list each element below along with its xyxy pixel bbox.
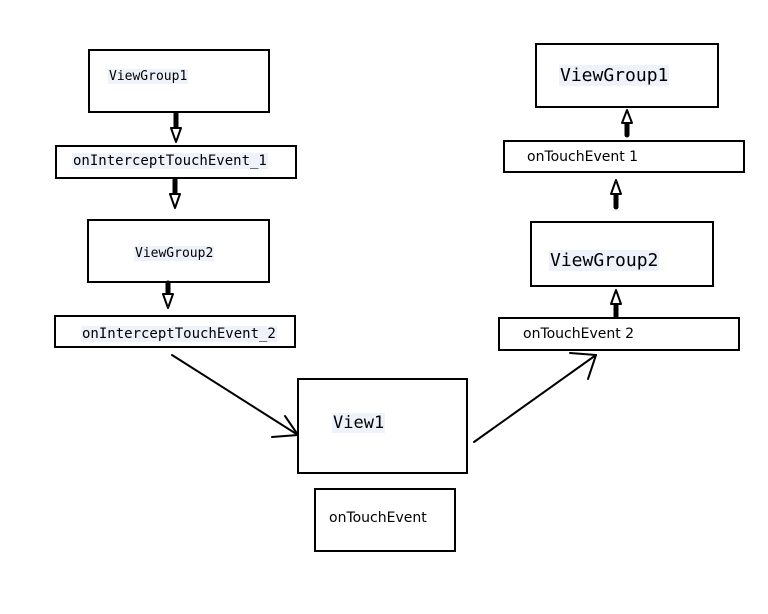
left-viewgroup1-label: ViewGroup1 — [108, 69, 189, 84]
right-viewgroup2-label: ViewGroup2 — [549, 250, 660, 271]
view1-box: View1 — [297, 378, 468, 474]
right-viewgroup1-label: ViewGroup1 — [559, 65, 670, 86]
arrow-down-2 — [169, 177, 181, 209]
right-ontouchevent2-label: onTouchEvent 2 — [523, 326, 635, 342]
left-intercept1-label: onInterceptTouchEvent_1 — [72, 153, 268, 169]
arrow-down-1 — [170, 111, 182, 143]
right-viewgroup1-box: ViewGroup1 — [535, 43, 719, 108]
right-ontouchevent1-label: onTouchEvent 1 — [527, 149, 639, 165]
left-viewgroup2-label: ViewGroup2 — [134, 246, 215, 261]
arrow-down-3 — [162, 280, 174, 309]
right-viewgroup2-box: ViewGroup2 — [530, 221, 714, 287]
arrow-to-view1 — [171, 354, 299, 438]
view1-ontouchevent-box: onTouchEvent — [314, 488, 456, 552]
left-intercept2-box: onInterceptTouchEvent_2 — [54, 315, 296, 348]
arrow-up-1 — [610, 289, 622, 319]
view1-label: View1 — [332, 413, 386, 433]
arrow-from-view1 — [473, 352, 597, 443]
left-intercept2-label: onInterceptTouchEvent_2 — [81, 326, 277, 342]
view1-ontouchevent-label: onTouchEvent — [329, 510, 427, 526]
right-ontouchevent1-box: onTouchEvent 1 — [503, 140, 745, 173]
left-viewgroup1-box: ViewGroup1 — [88, 49, 270, 113]
left-intercept1-box: onInterceptTouchEvent_1 — [55, 145, 297, 179]
arrow-up-3 — [621, 109, 633, 138]
arrow-up-2 — [610, 179, 622, 210]
left-viewgroup2-box: ViewGroup2 — [87, 219, 270, 283]
right-ontouchevent2-box: onTouchEvent 2 — [498, 317, 740, 351]
